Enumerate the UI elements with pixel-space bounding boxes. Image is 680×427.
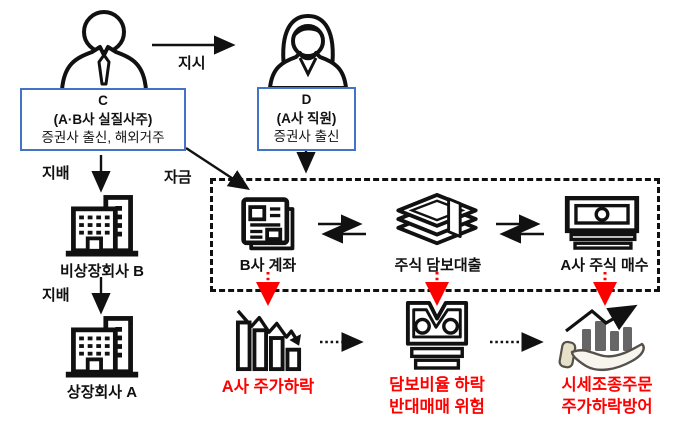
banknotes-icon [564,196,640,250]
building-icon [65,195,139,257]
outcome-margin-label-line2: 반대매매 위험 [389,398,485,416]
cycle-loan-label: 주식 담보대출 [394,257,482,274]
woman-icon [268,14,348,88]
cycle-buy-label: A사 주식 매수 [560,257,649,274]
company-listed-label: 상장회사 A [66,384,138,401]
declining-chart-icon [235,309,302,372]
newspaper-account-icon [241,197,295,251]
actor-c-name: C [98,93,108,108]
edge-label-instruct: 지시 [178,55,206,72]
company-unlisted-label: 비상장회사 B [59,263,144,280]
outcome-price-fall-label: A사 주가하락 [221,378,315,396]
outcome-defense-label-line2: 주가하락방어 [561,398,653,416]
edge-label-control-1: 지배 [42,165,70,182]
actor-box-d: D (A사 직원) 증권사 출신 [257,87,356,151]
cycle-account-label: B사 계좌 [239,257,297,274]
actor-d-role: (A사 직원) [276,110,337,126]
torn-banknote-icon [405,301,469,370]
edge-label-funds: 자금 [164,169,192,186]
actor-box-c: C (A·B사 실질사주) 증권사 출신, 해외거주 [20,88,186,151]
building-icon [65,316,139,378]
edge-label-control-2: 지배 [42,287,70,304]
money-stack-icon [396,193,478,246]
actor-c-desc: 증권사 출신, 해외거주 [41,130,165,145]
actor-d-desc: 증권사 출신 [273,129,340,144]
hand-holding-chart-icon [558,304,645,372]
man-icon [60,10,148,90]
outcome-defense-label-line1: 시세조종주문 [561,376,653,394]
actor-c-role: (A·B사 실질사주) [53,111,153,127]
actor-d-name: D [301,92,312,107]
outcome-margin-label-line1: 담보비율 하락 [389,376,485,394]
